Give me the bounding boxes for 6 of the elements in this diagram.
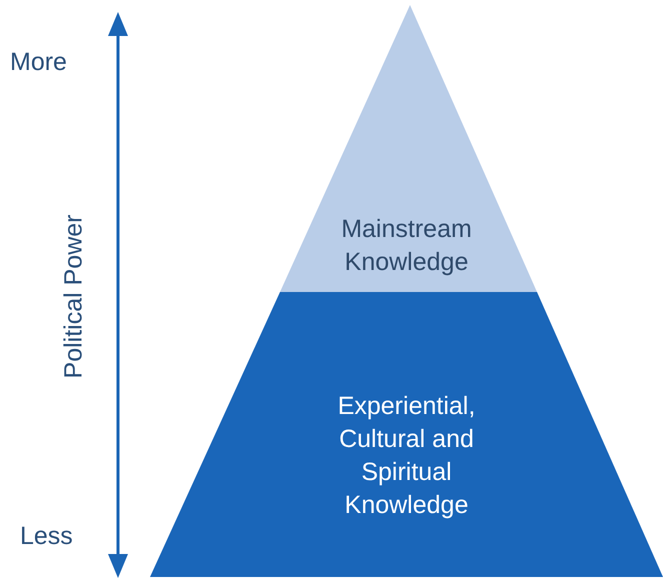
pyramid-base: [150, 292, 663, 579]
node-label: Experiential, Cultural and Spiritual Knowledge: [336, 391, 476, 521]
axis-title: Political Power: [59, 214, 88, 378]
axis-label: More: [10, 48, 67, 77]
node-label: Mainstream Knowledge: [340, 214, 473, 278]
axis-label: Less: [20, 522, 73, 551]
